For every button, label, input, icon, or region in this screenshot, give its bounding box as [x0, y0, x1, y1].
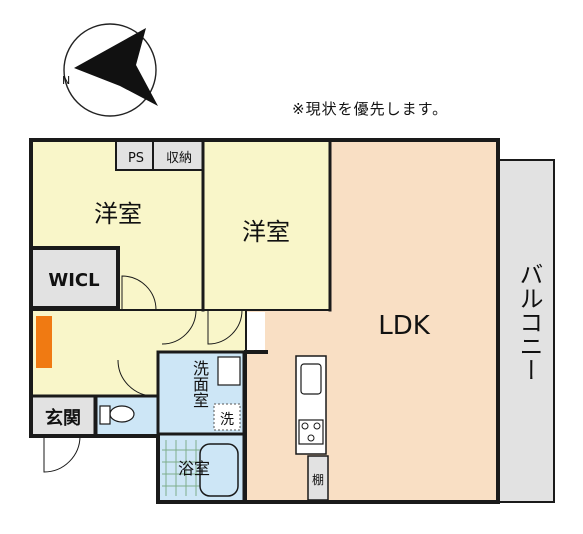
ldk-area-upper [330, 140, 498, 312]
toilet-tank-icon [99, 405, 111, 425]
bathroom-tile-grid [162, 440, 200, 496]
western-room-1-label: 洋室 [94, 200, 142, 228]
shoe-cabinet [36, 316, 52, 368]
storage-label: 収納 [166, 151, 192, 166]
storage-area [152, 139, 204, 171]
compass-north-label: N [62, 74, 70, 87]
ps-label: PS [128, 151, 144, 166]
shelf-label: 棚 [312, 472, 324, 487]
washer-space [213, 403, 241, 431]
wicl-area [29, 246, 120, 310]
wicl-label: WICL [48, 270, 99, 291]
bathroom-label: 浴室 [178, 459, 211, 478]
western-room-2-label: 洋室 [242, 218, 290, 246]
western-room-2-area [203, 140, 330, 310]
washer-label: 洗 [220, 412, 234, 428]
burner-icon [307, 434, 315, 442]
entrance-label: 玄関 [45, 407, 81, 429]
balcony-label: バルコニー [515, 262, 543, 382]
stove-icon [298, 419, 324, 445]
disclaimer-note: ※現状を優先します。 [292, 100, 449, 118]
kitchen-sink-icon [300, 363, 322, 395]
washroom-label: 洗面室 [190, 360, 209, 408]
compass-needle-icon [74, 28, 158, 106]
compass-circle [63, 23, 157, 117]
bathtub-icon [199, 443, 239, 497]
ldk-label: LDK [378, 311, 431, 341]
burner-icon [313, 422, 321, 430]
compass: N [62, 23, 158, 117]
toilet-icon [109, 405, 135, 423]
burner-icon [301, 422, 309, 430]
door-swings [43, 200, 499, 473]
wash-basin-icon [217, 356, 241, 386]
